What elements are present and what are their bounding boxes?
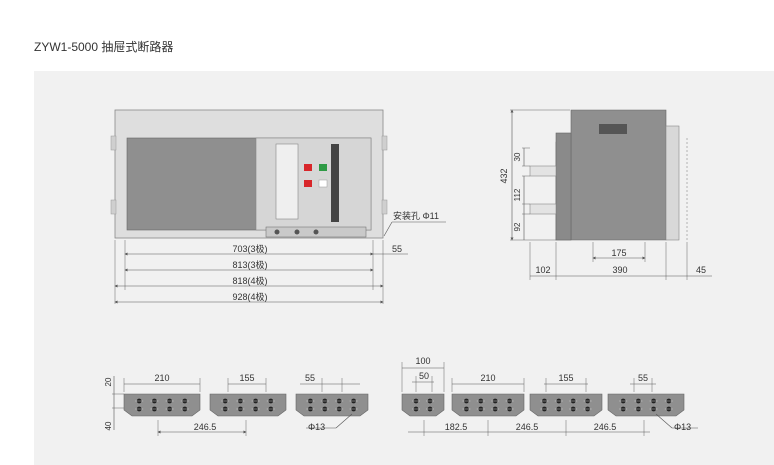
rack-screw	[294, 229, 300, 235]
rack-screw	[313, 229, 319, 235]
dim-813: 813(3极)	[232, 259, 267, 270]
dim-100: 100	[415, 356, 430, 366]
dim-210-right: 210	[480, 373, 495, 383]
terminal-block	[123, 393, 201, 417]
dim-155-left: 155	[239, 373, 254, 383]
dim-40: 40	[104, 421, 113, 430]
side-view: 432 30 112 92 175 102 390 45	[499, 109, 712, 280]
white-button	[318, 179, 328, 188]
dim-30: 30	[513, 152, 522, 161]
dim-55-right: 55	[638, 373, 648, 383]
dim-phi13-left: Φ13	[308, 422, 325, 432]
dim-246-a: 246.5	[194, 422, 217, 432]
terminal-block	[401, 393, 445, 417]
page-title: ZYW1-5000 抽屉式断路器	[34, 40, 174, 54]
terminal-block	[295, 393, 369, 417]
side-top-plate	[599, 124, 627, 134]
dim-182: 182.5	[445, 422, 468, 432]
dim-102: 102	[535, 265, 550, 275]
dim-390: 390	[612, 265, 627, 275]
dim-45: 45	[696, 265, 706, 275]
rack-screw	[274, 229, 280, 235]
dim-112: 112	[513, 188, 522, 201]
handle-slot	[331, 144, 339, 222]
dim-246-b: 246.5	[516, 422, 539, 432]
terminal-block	[607, 393, 685, 417]
terminal-dims: 20 40 210 155 55 100 50 210 155	[104, 356, 698, 436]
terminal-blocks	[123, 393, 685, 417]
dim-432: 432	[499, 168, 509, 183]
dim-818: 818(4极)	[232, 275, 267, 286]
front-view: 安装孔 Φ11 703(3极) 55 813(3极) 818(4极) 928(4…	[110, 109, 446, 304]
busbar-lower	[529, 203, 557, 215]
green-button	[319, 164, 327, 171]
control-panel	[255, 137, 372, 231]
mounting-hole-label: 安装孔 Φ11	[393, 210, 439, 221]
red-button-bottom	[304, 180, 312, 187]
busbar-upper	[529, 165, 557, 177]
dim-20: 20	[104, 377, 113, 386]
dim-155-right: 155	[558, 373, 573, 383]
dim-928: 928(4极)	[232, 291, 267, 302]
display-window	[275, 143, 299, 220]
dim-210-left: 210	[154, 373, 169, 383]
red-button-top	[304, 164, 312, 171]
dim-703: 703(3极)	[232, 243, 267, 254]
dim-55-left: 55	[305, 373, 315, 383]
terminal-block	[451, 393, 525, 417]
dim-175: 175	[611, 248, 626, 258]
dim-55: 55	[392, 244, 402, 254]
dim-50: 50	[419, 371, 429, 381]
dim-92: 92	[513, 222, 522, 231]
terminal-block	[529, 393, 603, 417]
side-back-plate	[665, 125, 680, 241]
terminal-block	[209, 393, 287, 417]
dim-phi13-right: Φ13	[674, 422, 691, 432]
dim-246-c: 246.5	[594, 422, 617, 432]
